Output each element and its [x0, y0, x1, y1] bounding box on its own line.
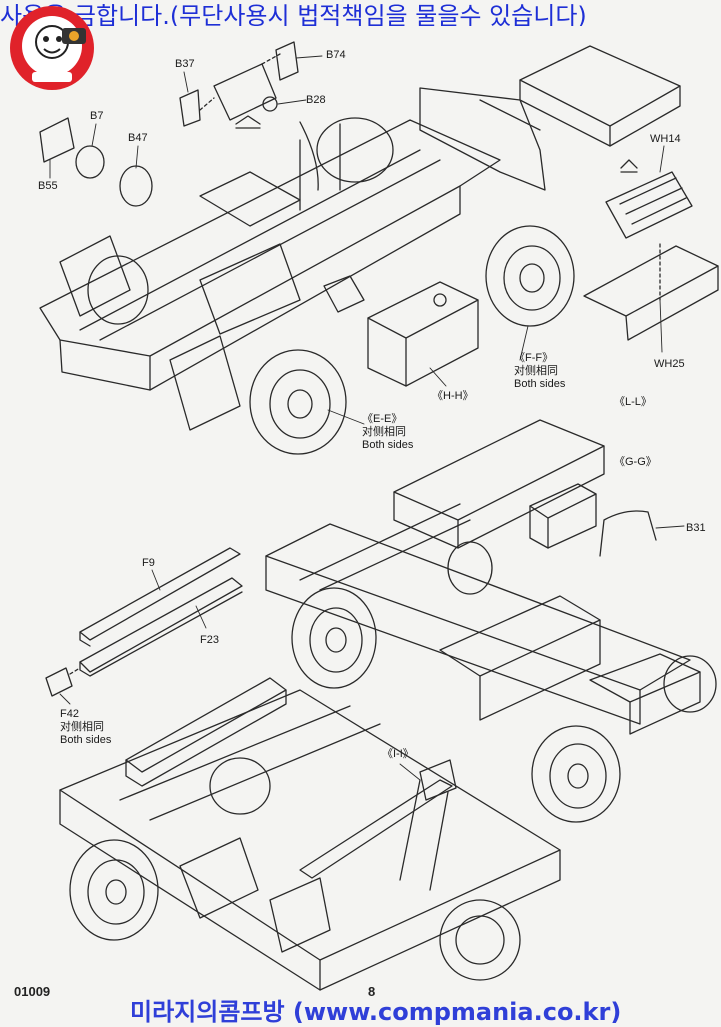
upper-wheels [87, 117, 575, 455]
product-code: 01009 [14, 984, 51, 999]
section-ee-label: 《E-E》 [362, 413, 403, 425]
section-hh-label: 《H-H》 [432, 390, 474, 402]
part-f42-callout: F42 对侧相同 Both sides [60, 708, 111, 747]
middle-wheels [291, 541, 717, 823]
small-parts [39, 41, 299, 207]
part-label-wh25: WH25 [654, 358, 685, 370]
section-ii-label: 《I-I》 [382, 748, 414, 760]
mirage-seal-logo [10, 6, 94, 90]
copyright-banner: 사용을 금합니다.(무단사용시 법적책임을 물을수 있습니다) [0, 2, 587, 26]
part-f42-note-en: Both sides [60, 734, 112, 746]
part-label-b28: B28 [306, 94, 326, 106]
part-label-b31: B31 [686, 522, 706, 534]
part-label-f42: F42 [60, 708, 79, 720]
upper-body-panel [419, 45, 681, 191]
section-gg-label: 《G-G》 [614, 456, 657, 468]
battery-box [323, 275, 479, 387]
section-ee-note-en: Both sides [362, 439, 414, 451]
lower-wheels [69, 757, 521, 981]
frame-rails [45, 547, 243, 697]
middle-chassis [265, 419, 701, 735]
part-f42-note-cn: 对侧相同 [60, 721, 104, 733]
leader-lines [49, 55, 685, 781]
section-ll-label: 《L-L》 [614, 396, 652, 408]
part-label-f23: F23 [200, 634, 219, 646]
lower-chassis [59, 677, 561, 991]
part-label-b55: B55 [38, 180, 58, 192]
page-number: 8 [368, 984, 376, 999]
part-label-b74: B74 [326, 49, 346, 61]
section-ee-note-cn: 对侧相同 [362, 426, 406, 438]
section-ff-label: 《F-F》 [514, 352, 554, 364]
part-label-wh14: WH14 [650, 133, 681, 145]
part-label-b47: B47 [128, 132, 148, 144]
grate-and-panel [583, 159, 719, 341]
section-ee-callout: 《E-E》 对侧相同 Both sides [362, 413, 413, 452]
footer-site-link[interactable]: 미라지의콤프방 (www.compmania.co.kr) [130, 998, 622, 1026]
section-ff-callout: 《F-F》 对侧相同 Both sides [514, 352, 565, 391]
section-ff-note-cn: 对侧相同 [514, 365, 558, 377]
part-label-b7: B7 [90, 110, 104, 122]
section-ff-note-en: Both sides [514, 378, 566, 390]
part-label-b37: B37 [175, 58, 195, 70]
upper-chassis [39, 119, 501, 431]
part-label-f9: F9 [142, 557, 155, 569]
